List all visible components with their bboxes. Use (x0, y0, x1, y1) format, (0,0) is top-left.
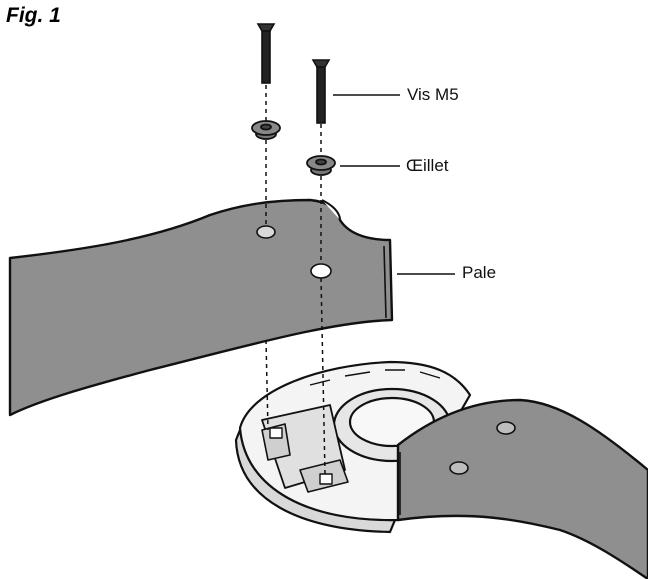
grommet-back (251, 120, 281, 140)
grommet-front-hole (315, 158, 327, 166)
attached-blade-hole-1 (496, 421, 516, 435)
attached-blade-hole-2 (449, 461, 469, 475)
blade-edge (383, 245, 387, 319)
blade-hole-front (310, 263, 332, 279)
grommet-back-hole (260, 123, 272, 131)
hub-boss-left (269, 427, 283, 439)
hub-socket-left (261, 423, 291, 461)
blade-body (8, 198, 394, 417)
attached-blade (396, 398, 648, 579)
screw-front (311, 59, 331, 124)
screw-back-head (256, 23, 276, 32)
hub-boss-right (319, 473, 333, 485)
attached-blade-body (396, 398, 648, 579)
label-grommet: Œillet (406, 156, 449, 175)
grommet-front (306, 155, 336, 176)
leader-lines (333, 94, 455, 275)
alignment-line-back-lower (265, 339, 269, 431)
hub-rim-detail (309, 369, 441, 386)
alignment-lines (265, 85, 326, 475)
screw-front-head (311, 59, 331, 68)
label-blade: Pale (462, 263, 497, 282)
screw-back-shank (261, 30, 271, 84)
blade-notch (321, 199, 341, 221)
label-screw: Vis M5 (407, 85, 459, 104)
blade-hole-back (256, 225, 276, 239)
screw-back (256, 23, 276, 84)
figure-title: Fig. 1 (6, 4, 61, 27)
blade (8, 198, 394, 417)
alignment-line-front-lower (320, 277, 326, 475)
screw-front-shank (316, 66, 326, 124)
